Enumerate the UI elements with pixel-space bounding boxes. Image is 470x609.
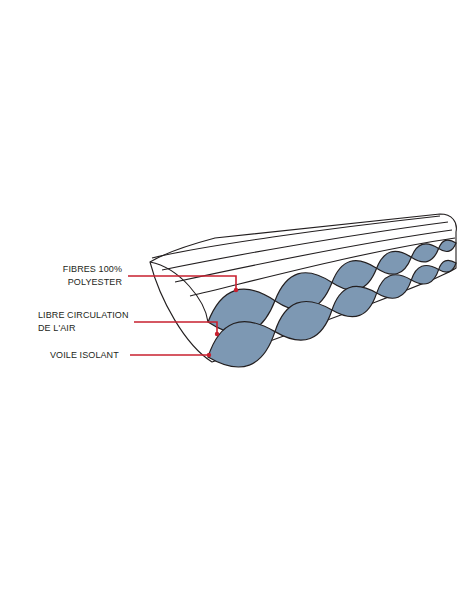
leader-line [134, 322, 217, 333]
fibre-label: FIBRES 100% POLYESTER [56, 263, 122, 289]
fibre-twist [332, 261, 377, 291]
veil-label: VOILE ISOLANT [50, 349, 128, 362]
leader-dots [207, 288, 238, 357]
fibre-twist [439, 260, 456, 272]
leader-line [130, 354, 208, 356]
leader-dot [234, 288, 238, 292]
fibre-twist [208, 322, 275, 367]
fibre-twist [377, 251, 412, 274]
fibre-twist [332, 286, 377, 316]
fibre-twist [411, 244, 438, 262]
end-cap [150, 262, 208, 322]
tube-outlines [150, 214, 456, 362]
air-label: LIBRE CIRCULATION DE L'AIR [38, 309, 132, 335]
fibre-twist [377, 275, 412, 299]
bundle-body [150, 214, 456, 362]
fibre-twist [411, 266, 438, 284]
fibre-twist [275, 301, 332, 340]
leader-lines [128, 276, 236, 355]
fibre-twist [439, 240, 456, 251]
leader-line [128, 276, 236, 289]
leader-dot [215, 332, 219, 336]
twisted-fibres [208, 240, 456, 367]
leader-dot [207, 353, 211, 357]
